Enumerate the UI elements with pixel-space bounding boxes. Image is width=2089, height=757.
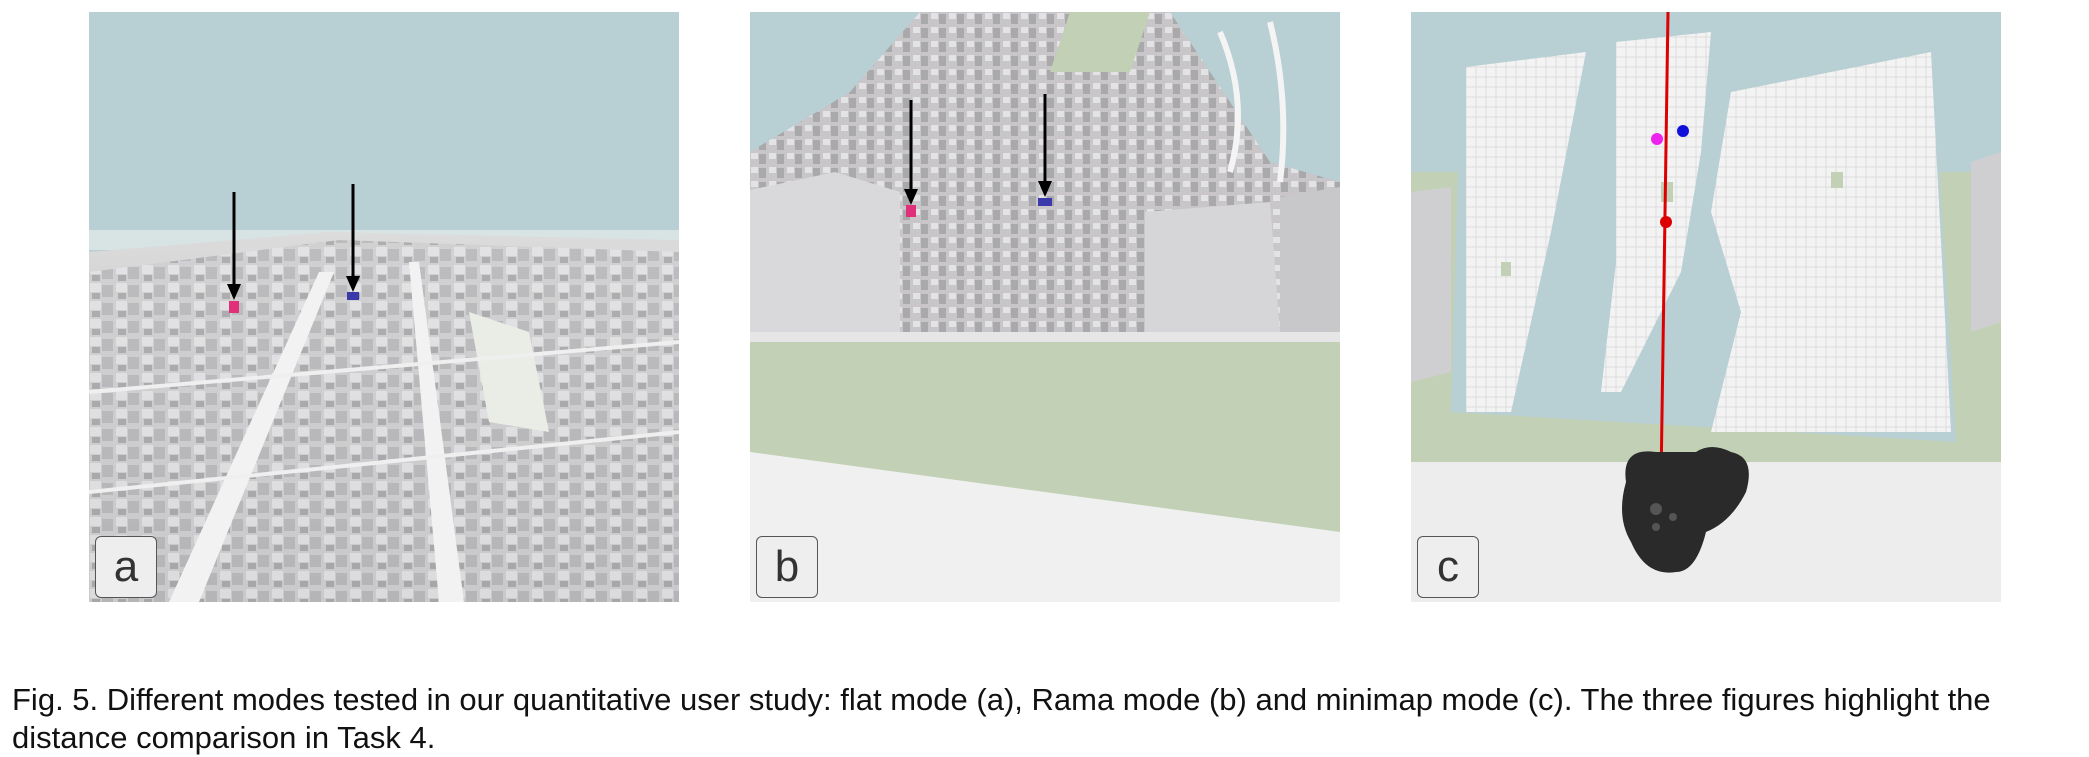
ray-hit-dot <box>1660 216 1672 228</box>
minimap-mode-image <box>1411 12 2001 602</box>
panel-label-c: c <box>1417 536 1479 598</box>
figure-caption: Fig. 5. Different modes tested in our qu… <box>12 682 1991 755</box>
target-marker-blue <box>347 292 359 300</box>
panel-label-a: a <box>95 536 157 598</box>
panel-minimap-mode: c <box>1411 12 2001 602</box>
target-marker-blue <box>1038 198 1052 206</box>
target-dot-magenta <box>1651 133 1663 145</box>
rama-mode-city-image <box>750 12 1340 602</box>
target-marker-pink <box>906 205 916 217</box>
panel-label-b: b <box>756 536 818 598</box>
flat-mode-city-image <box>89 12 679 602</box>
pointer-ray <box>1659 12 1670 483</box>
panel-rama-mode: b <box>750 12 1340 602</box>
panel-flat-mode: a <box>89 12 679 602</box>
target-marker-pink <box>229 301 239 313</box>
target-dot-blue <box>1677 125 1689 137</box>
vr-controller <box>1622 447 1749 573</box>
